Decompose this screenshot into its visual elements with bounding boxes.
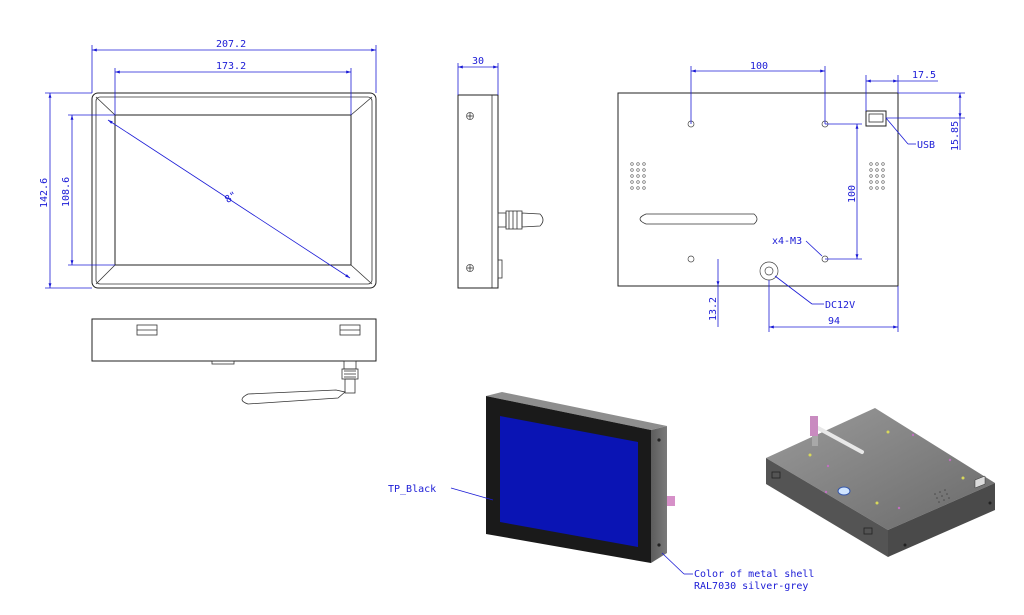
dc-callout: DC12V	[825, 300, 855, 311]
hole-spacing-h-label: 100	[750, 61, 768, 72]
shell-callout-line2: RAL7030 silver-grey	[694, 581, 808, 592]
height-overall-label: 142.6	[39, 178, 50, 208]
hole-spacing-v-label: 100	[847, 185, 858, 203]
dc-height-label: 13.2	[708, 297, 719, 321]
width-screen-label: 173.2	[216, 61, 246, 72]
rear-view: 100 17.5 15.85 100 13.2 94 USB x4-M3	[617, 61, 965, 332]
width-overall-label: 207.2	[216, 39, 246, 50]
side-view: 30	[457, 56, 544, 289]
render-front: TP_Black Color of metal shell RAL7030 si…	[388, 392, 814, 592]
render-rear	[766, 408, 995, 557]
usb-callout: USB	[917, 140, 935, 151]
speaker-grille-right	[869, 162, 885, 190]
usb-offset-label: 17.5	[912, 70, 936, 81]
front-view: 8" 207.2 173.2 142.6 108.6	[39, 39, 377, 289]
usb-height-label: 15.85	[950, 121, 961, 151]
height-screen-label: 108.6	[61, 177, 72, 207]
diagonal-label: 8"	[223, 190, 239, 206]
mount-callout: x4-M3	[772, 236, 802, 247]
screen-area	[500, 416, 638, 547]
panel-callout: TP_Black	[388, 484, 436, 495]
speaker-grille-left	[630, 162, 646, 190]
depth-label: 30	[472, 56, 484, 67]
shell-callout-line1: Color of metal shell	[694, 569, 814, 580]
bottom-view	[91, 318, 377, 405]
dc-offset-label: 94	[828, 316, 840, 327]
